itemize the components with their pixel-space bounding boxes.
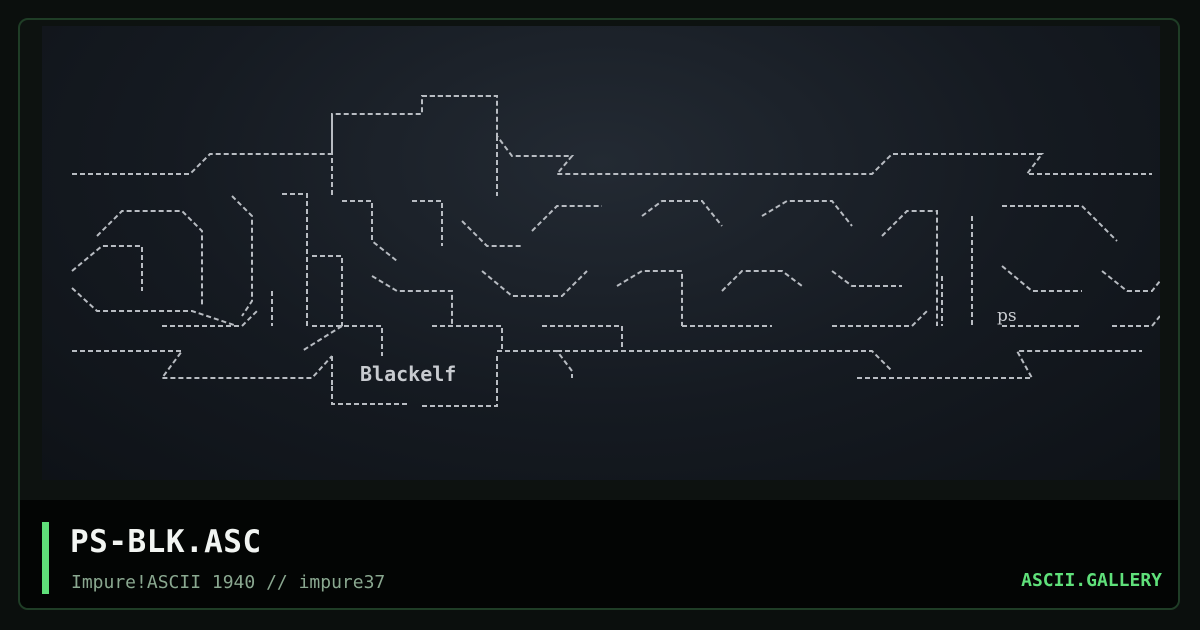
artwork-title: PS-BLK.ASC bbox=[70, 524, 262, 560]
gallery-card: Blackelf ps PS-BLK.ASC Impure!ASCII 1940… bbox=[18, 18, 1180, 610]
card-footer: PS-BLK.ASC Impure!ASCII 1940 // impure37… bbox=[20, 500, 1178, 608]
artwork-signature: Blackelf bbox=[360, 362, 456, 386]
ascii-line-art bbox=[71, 95, 1160, 407]
ascii-art-drawing: Blackelf ps bbox=[71, 95, 1160, 407]
site-brand: ASCII.GALLERY bbox=[1021, 570, 1162, 591]
artwork-subtitle: Impure!ASCII 1940 // impure37 bbox=[71, 572, 386, 593]
ascii-artwork: Blackelf ps bbox=[42, 26, 1160, 480]
accent-bar bbox=[42, 522, 49, 594]
artwork-tag: ps bbox=[997, 306, 1017, 326]
